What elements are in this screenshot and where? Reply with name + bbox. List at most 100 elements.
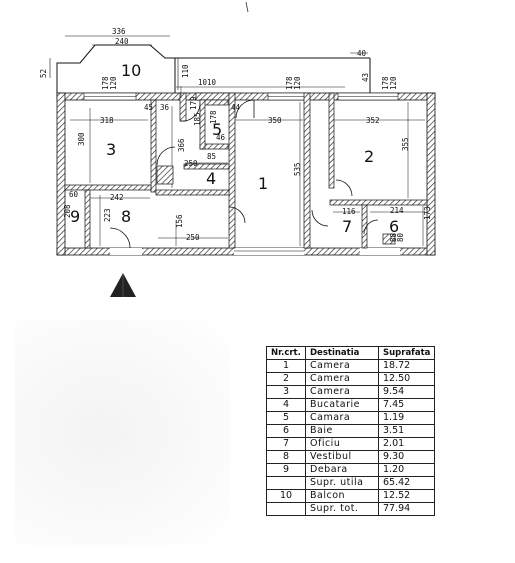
- cell-destination: Bucatarie: [305, 398, 379, 412]
- dim-60: 60: [69, 190, 79, 199]
- dim-110: 110: [181, 64, 190, 78]
- dim-250-b: 250: [186, 233, 200, 242]
- table-header-row: Nr.crt. Destinatia Suprafata: [266, 346, 436, 360]
- dim-120-c: 120: [389, 76, 398, 90]
- room-3-label: 3: [106, 140, 116, 159]
- cell-destination: Oficiu: [305, 437, 379, 451]
- scan-mark: [245, 1, 249, 13]
- cell-surface: 2.01: [377, 437, 436, 451]
- dim-208: 208: [63, 204, 72, 218]
- cell-destination: Supr. tot.: [305, 502, 379, 516]
- dim-350: 350: [268, 116, 282, 125]
- cell-nr: 4: [266, 398, 306, 412]
- dim-240: 240: [115, 37, 129, 46]
- cell-destination: Vestibul: [305, 450, 379, 464]
- dim-1010: 1010: [198, 78, 217, 87]
- col-header-nr: Nr.crt.: [266, 346, 306, 360]
- room-4-label: 4: [206, 169, 216, 188]
- dim-40: 40: [357, 49, 367, 58]
- dim-179: 179: [189, 96, 198, 110]
- dim-178-d: 178: [209, 110, 218, 124]
- dim-352: 352: [366, 116, 380, 125]
- cell-surface: 65.42: [377, 476, 436, 490]
- balcony-dimensions: [49, 35, 368, 90]
- cell-nr: 7: [266, 437, 306, 451]
- dim-120-a: 120: [109, 76, 118, 90]
- cell-surface: 9.30: [377, 450, 436, 464]
- north-arrow-icon: [110, 273, 136, 297]
- dim-36: 36: [160, 103, 170, 112]
- cell-nr: 6: [266, 424, 306, 438]
- cell-nr: 2: [266, 372, 306, 386]
- dim-223: 223: [103, 208, 112, 222]
- dim-156: 156: [175, 214, 184, 228]
- dim-300: 300: [77, 132, 86, 146]
- cell-nr: 9: [266, 463, 306, 477]
- dim-318: 318: [100, 116, 114, 125]
- cell-surface: 1.19: [377, 411, 436, 425]
- dim-46: 46: [216, 133, 226, 142]
- col-header-surface: Suprafata: [377, 346, 436, 360]
- cell-surface: 12.50: [377, 372, 436, 386]
- dim-178-c: 178: [381, 76, 390, 90]
- dim-250-a: 250: [184, 159, 198, 168]
- col-header-destination: Destinatia: [305, 346, 379, 360]
- room-6-label: 6: [389, 217, 399, 236]
- exterior-walls: [56, 92, 436, 256]
- dim-43: 43: [361, 73, 370, 82]
- cell-surface: 18.72: [377, 359, 436, 373]
- cell-nr: 10: [266, 489, 306, 503]
- dim-88: 88: [389, 232, 398, 242]
- dim-85: 85: [207, 152, 216, 161]
- table-row: Supr. tot.77.94: [266, 502, 436, 516]
- interior-walls: [64, 92, 428, 249]
- dim-242: 242: [110, 193, 124, 202]
- room-1-label: 1: [258, 174, 268, 193]
- cell-destination: Balcon: [305, 489, 379, 503]
- cell-nr: 3: [266, 385, 306, 399]
- room-5-label: 5: [212, 120, 222, 139]
- blank-area: [15, 320, 230, 545]
- dimension-labels: 336 240 52 40 110 43 1010 178 120 178 12…: [39, 27, 432, 242]
- cell-surface: 3.51: [377, 424, 436, 438]
- cell-nr: 1: [266, 359, 306, 373]
- dim-116: 116: [342, 207, 356, 216]
- shafts: [156, 165, 396, 245]
- dim-366: 366: [177, 138, 186, 152]
- cell-destination: Debara: [305, 463, 379, 477]
- room-8-label: 8: [121, 207, 131, 226]
- dim-80: 80: [396, 232, 405, 242]
- cell-destination: Camara: [305, 411, 379, 425]
- cell-nr: 5: [266, 411, 306, 425]
- dim-45: 45: [144, 103, 153, 112]
- room-10-label: 10: [121, 61, 141, 80]
- dim-336: 336: [112, 27, 126, 36]
- dim-178-a: 178: [101, 76, 110, 90]
- cell-nr: [266, 476, 306, 490]
- cell-destination: Camera: [305, 385, 379, 399]
- dim-44: 44: [231, 103, 241, 112]
- cell-surface: 77.94: [377, 502, 436, 516]
- cell-surface: 7.45: [377, 398, 436, 412]
- room-7-label: 7: [342, 217, 352, 236]
- dim-185: 185: [193, 112, 202, 126]
- dim-535: 535: [293, 162, 302, 176]
- dim-52: 52: [39, 69, 48, 78]
- cell-nr: [266, 502, 306, 516]
- cell-destination: Baie: [305, 424, 379, 438]
- cell-destination: Camera: [305, 359, 379, 373]
- dim-355: 355: [401, 137, 410, 151]
- cell-destination: Camera: [305, 372, 379, 386]
- room-9-label: 9: [70, 207, 80, 226]
